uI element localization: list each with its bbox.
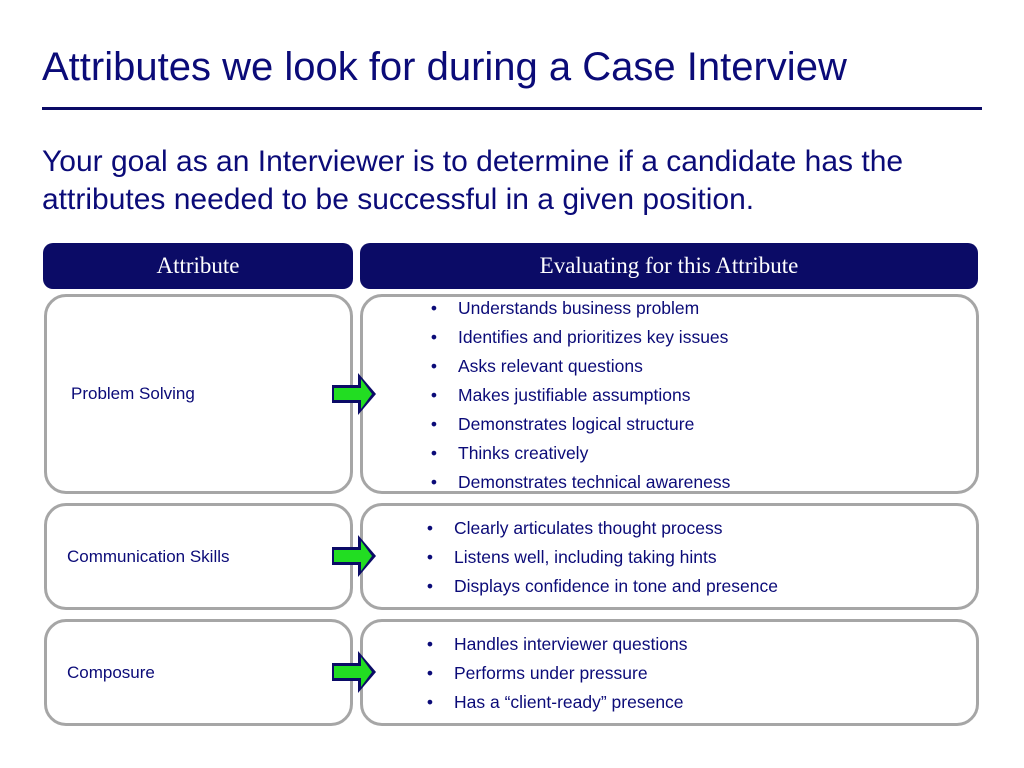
evaluation-box-problem-solving (360, 294, 979, 494)
list-item: •Listens well, including taking hints (420, 543, 778, 572)
bullet-icon: • (426, 518, 434, 538)
bullet-icon: • (426, 692, 434, 712)
evaluation-box-composure (360, 619, 979, 726)
bullet-list-problem-solving: •Understands business problem •Identifie… (424, 294, 730, 497)
title-divider (42, 107, 982, 110)
green-right-arrow-icon (332, 535, 376, 577)
bullet-list-communication-skills: •Clearly articulates thought process •Li… (420, 514, 778, 601)
attribute-label-communication-skills: Communication Skills (67, 547, 230, 566)
bullet-icon: • (430, 327, 438, 347)
attribute-label-composure: Composure (67, 663, 155, 682)
bullet-icon: • (430, 472, 438, 492)
attribute-box-problem-solving (44, 294, 353, 494)
list-item: •Clearly articulates thought process (420, 514, 778, 543)
evaluating-column-header: Evaluating for this Attribute (360, 243, 978, 289)
bullet-icon: • (430, 414, 438, 434)
list-item: •Thinks creatively (424, 439, 730, 468)
list-item: •Performs under pressure (420, 659, 687, 688)
attribute-column-header: Attribute (43, 243, 353, 289)
list-item: •Identifies and prioritizes key issues (424, 323, 730, 352)
list-item: •Demonstrates technical awareness (424, 468, 730, 497)
bullet-icon: • (430, 443, 438, 463)
list-item: •Makes justifiable assumptions (424, 381, 730, 410)
bullet-icon: • (426, 634, 434, 654)
bullet-icon: • (430, 298, 438, 318)
green-right-arrow-icon (332, 651, 376, 693)
evaluation-box-communication-skills (360, 503, 979, 610)
list-item: •Displays confidence in tone and presenc… (420, 572, 778, 601)
attribute-box-communication-skills (44, 503, 353, 610)
bullet-list-composure: •Handles interviewer questions •Performs… (420, 630, 688, 717)
list-item: •Asks relevant questions (424, 352, 730, 381)
list-item: •Understands business problem (424, 294, 730, 323)
slide-title: Attributes we look for during a Case Int… (42, 45, 847, 89)
attribute-box-composure (44, 619, 353, 726)
bullet-icon: • (426, 576, 434, 596)
attribute-label-problem-solving: Problem Solving (71, 384, 195, 403)
list-item: •Has a “client-ready” presence (420, 688, 687, 717)
list-item: •Demonstrates logical structure (424, 410, 730, 439)
list-item: •Handles interviewer questions (420, 630, 688, 659)
bullet-icon: • (426, 547, 434, 567)
bullet-icon: • (426, 663, 434, 683)
intro-text: Your goal as an Interviewer is to determ… (42, 145, 904, 216)
green-right-arrow-icon (332, 373, 376, 415)
bullet-icon: • (430, 356, 438, 376)
bullet-icon: • (430, 385, 438, 405)
